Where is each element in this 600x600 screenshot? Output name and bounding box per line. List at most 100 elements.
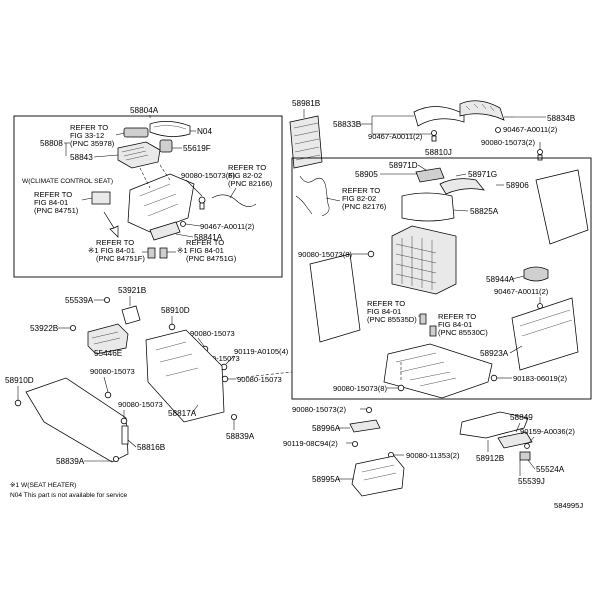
inset-box: 58804A REFER TO FIG 33-12 (PNC 35978) 58… bbox=[13, 106, 283, 278]
left-lower-group: 55539A 53921B 53922B 55446E 58910D 90080… bbox=[5, 286, 289, 466]
label-58923a: 58923A bbox=[480, 349, 509, 358]
cup-holder-part-55446e bbox=[87, 323, 129, 355]
label-55524a: 55524A bbox=[536, 465, 565, 474]
label-n04: N04 bbox=[197, 127, 212, 136]
wire-harness-82166 bbox=[211, 194, 257, 207]
right-lower-group: 58849 90159-A0036(2) 58912B 55524A 55539… bbox=[459, 411, 575, 486]
refer-fig84a-line1: REFER TO bbox=[34, 190, 72, 199]
label-90080-15073-c: 90080-15073 bbox=[237, 375, 282, 384]
bracket-part-58816b bbox=[121, 425, 129, 445]
tray-part-58825a bbox=[401, 192, 455, 222]
armrest-cover-58834b bbox=[459, 100, 505, 121]
label-90080-15073-d: 90080-15073 bbox=[90, 367, 135, 376]
side-panel-left bbox=[25, 377, 129, 463]
label-90467-a0011-2-right: 90467-A0011(2) bbox=[503, 125, 558, 134]
heater-switch-right bbox=[159, 247, 168, 259]
label-55619f: 55619F bbox=[183, 144, 211, 153]
mat-part-58971g bbox=[439, 178, 485, 195]
wire-harness-82176 bbox=[299, 175, 330, 217]
label-90080-15073-b: 90080-15073 bbox=[195, 354, 240, 363]
inset-box-frame bbox=[13, 115, 283, 278]
label-58833b: 58833B bbox=[333, 120, 362, 129]
refer-fig84a-line3: (PNC 84751) bbox=[34, 206, 79, 215]
console-box-58810j bbox=[391, 225, 457, 295]
label-58910d-b: 58910D bbox=[5, 376, 34, 385]
refer-fig84d-line2: FIG 84-01 bbox=[367, 307, 401, 316]
label-90080-15073-8b: 90080-15073(8) bbox=[333, 384, 388, 393]
seat-climate-module bbox=[91, 191, 111, 205]
refer-fig82a-line3: (PNC 82166) bbox=[228, 179, 273, 188]
refer-fig84e-line1: REFER TO bbox=[438, 312, 476, 321]
label-90467-a0011-2-inset: 90467-A0011(2) bbox=[200, 222, 255, 231]
side-panel-left-box bbox=[309, 253, 361, 343]
label-58971g: 58971G bbox=[468, 170, 497, 179]
label-58849: 58849 bbox=[510, 413, 533, 422]
refer-fig84e-line2: FIG 84-01 bbox=[438, 320, 472, 329]
label-58817a: 58817A bbox=[168, 409, 197, 418]
direction-arrow-icon bbox=[103, 211, 119, 238]
label-90183-06019-2: 90183-06019(2) bbox=[513, 374, 568, 383]
label-90080-11353-2: 90080-11353(2) bbox=[406, 451, 460, 460]
footnote-n04: N04 This part is not available for servi… bbox=[10, 492, 127, 499]
side-panel-right-58923a bbox=[535, 169, 589, 245]
holder-part-58849 bbox=[497, 431, 533, 449]
refer-fig84c-line3: (PNC 84751G) bbox=[186, 254, 237, 263]
label-58825a: 58825A bbox=[470, 207, 499, 216]
label-58843: 58843 bbox=[70, 153, 93, 162]
refer-fig84c-line1: REFER TO bbox=[186, 238, 224, 247]
refer-fig33-line3: (PNC 35978) bbox=[70, 139, 115, 148]
console-base-part bbox=[383, 343, 493, 399]
label-90467-a0011-2-box: 90467-A0011(2) bbox=[494, 287, 549, 296]
socket-part-85535d bbox=[419, 313, 427, 325]
label-58906: 58906 bbox=[506, 181, 529, 190]
label-58839a-b: 58839A bbox=[56, 457, 85, 466]
switch-module-part bbox=[117, 141, 161, 169]
footnote-seat-heater: ※1 W(SEAT HEATER) bbox=[10, 482, 76, 489]
cover-part-58944a bbox=[523, 266, 549, 282]
heater-switch-part bbox=[159, 139, 173, 153]
socket-part-55524a bbox=[519, 451, 531, 461]
refer-fig84c-line2: ※1 FIG 84-01 bbox=[177, 246, 224, 255]
switch-cover-part bbox=[123, 127, 149, 138]
label-58944a: 58944A bbox=[486, 275, 515, 284]
armrest-cover-58833b bbox=[413, 106, 465, 127]
cover-part-58912b bbox=[459, 411, 529, 439]
right-box: 58810J REFER TO FIG 82-02 (PNC 82176) 58… bbox=[291, 148, 592, 400]
label-55539a: 55539A bbox=[65, 296, 94, 305]
label-90080-15073-2-top: 90080-15073(2) bbox=[481, 138, 536, 147]
right-box-frame bbox=[291, 157, 592, 400]
refer-fig33-line1: REFER TO bbox=[70, 123, 108, 132]
label-58808: 58808 bbox=[40, 139, 63, 148]
label-58910d-a: 58910D bbox=[161, 306, 190, 315]
label-58834b: 58834B bbox=[547, 114, 576, 123]
refer-fig82-line2: FIG 82-02 bbox=[342, 194, 376, 203]
label-58816b: 58816B bbox=[137, 443, 166, 452]
label-53921b: 53921B bbox=[118, 286, 147, 295]
label-58971d: 58971D bbox=[389, 161, 418, 170]
mat-part-58981b bbox=[289, 115, 323, 169]
refer-fig84b-line1: REFER TO bbox=[96, 238, 134, 247]
label-53922b: 53922B bbox=[30, 324, 59, 333]
bracket-part-58996a bbox=[349, 419, 381, 433]
tray-part-58841a bbox=[149, 221, 181, 241]
label-58839a-a: 58839A bbox=[226, 432, 255, 441]
diagram-id: 584995J bbox=[554, 501, 583, 510]
label-90080-15073-a: 90080-15073 bbox=[190, 329, 235, 338]
mat-part-58971d bbox=[415, 167, 445, 183]
top-right-group: 58981B 58833B 90467-A0011(2) 58834B 9046… bbox=[289, 99, 576, 169]
refer-fig82a-line2: FIG 82-02 bbox=[228, 171, 262, 180]
refer-fig84e-line3: (PNC 85530C) bbox=[438, 328, 488, 337]
label-58912b: 58912B bbox=[476, 454, 505, 463]
label-58996a: 58996A bbox=[312, 424, 341, 433]
refer-fig82-line1: REFER TO bbox=[342, 186, 380, 195]
label-90080-15073-8a: 90080-15073(8) bbox=[298, 250, 353, 259]
refer-fig84b-line2: ※1 FIG 84-01 bbox=[88, 246, 135, 255]
refer-fig84a-line2: FIG 84-01 bbox=[34, 198, 68, 207]
console-upper-panel bbox=[127, 173, 195, 233]
label-90080-15073-6: 90080-15073(6) bbox=[181, 171, 236, 180]
label-90119-a0105-4: 90119-A0105(4) bbox=[234, 347, 289, 356]
label-58995a: 58995A bbox=[312, 475, 341, 484]
label-58905: 58905 bbox=[355, 170, 378, 179]
inset-box-title: 58804A bbox=[130, 106, 159, 115]
